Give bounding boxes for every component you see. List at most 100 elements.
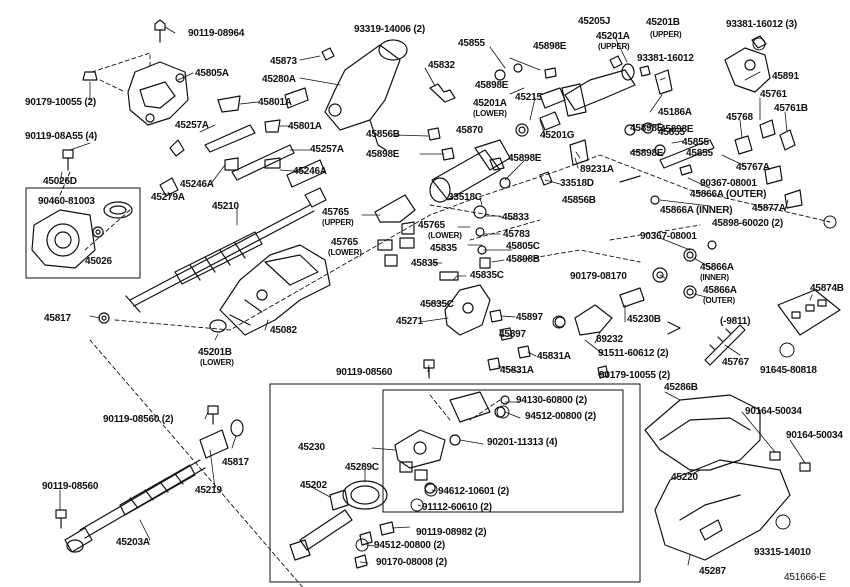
part-number-callout[interactable]: 45855: [682, 137, 709, 148]
part-number-callout[interactable]: 45874B: [810, 283, 844, 294]
part-number-callout[interactable]: 45835: [411, 258, 438, 269]
part-number-callout[interactable]: 45891: [772, 71, 799, 82]
part-number-callout[interactable]: 45817: [222, 457, 249, 468]
part-number-callout[interactable]: (-9811): [720, 316, 751, 327]
part-number-callout[interactable]: 45765: [322, 207, 349, 218]
part-number-callout[interactable]: 45855: [686, 148, 713, 159]
part-number-callout[interactable]: 45835C: [420, 299, 454, 310]
part-number-callout[interactable]: 45856B: [366, 129, 400, 140]
part-number-callout[interactable]: 45768: [726, 112, 753, 123]
part-number-callout[interactable]: 89231A: [580, 164, 614, 175]
part-number-callout[interactable]: 45201G: [540, 130, 575, 141]
part-number-callout[interactable]: 45246A: [180, 179, 214, 190]
part-number-callout[interactable]: 45026: [85, 256, 112, 267]
part-number-callout[interactable]: 45257A: [310, 144, 344, 155]
part-number-callout[interactable]: 45801A: [258, 97, 292, 108]
part-number-callout[interactable]: 45866A (OUTER): [690, 189, 767, 200]
part-number-callout[interactable]: 45870: [456, 125, 483, 136]
part-number-callout[interactable]: 90179-08170: [570, 271, 627, 282]
part-number-callout[interactable]: 90119-08560 (2): [103, 414, 174, 425]
part-number-callout[interactable]: 45205J: [578, 16, 611, 27]
part-number-callout[interactable]: 90460-81003: [38, 196, 95, 207]
part-number-callout[interactable]: 90179-10055 (2): [599, 370, 670, 381]
part-number-callout[interactable]: 45230B: [627, 314, 661, 325]
part-number-callout[interactable]: 90164-50034: [745, 406, 802, 417]
part-number-callout[interactable]: 45856B: [562, 195, 596, 206]
part-number-callout[interactable]: 93381-16012 (3): [726, 19, 797, 30]
part-number-callout[interactable]: 45855: [458, 38, 485, 49]
part-number-callout[interactable]: 45246A: [293, 166, 327, 177]
part-number-callout[interactable]: 91112-60610 (2): [422, 502, 492, 513]
part-number-callout[interactable]: 90164-50034: [786, 430, 843, 441]
part-number-callout[interactable]: 45866A (INNER): [660, 205, 733, 216]
part-number-callout[interactable]: 45026D: [43, 176, 77, 187]
part-number-callout[interactable]: 45831A: [537, 351, 571, 362]
part-number-callout[interactable]: 45817: [44, 313, 71, 324]
part-number-callout[interactable]: 91645-80818: [760, 365, 817, 376]
part-number-callout[interactable]: 45898E: [630, 123, 664, 134]
part-number-callout[interactable]: 45898E: [366, 149, 400, 160]
part-number-callout[interactable]: 45279A: [151, 192, 185, 203]
part-number-callout[interactable]: 90119-08982 (2): [416, 527, 487, 538]
part-number-callout[interactable]: 93315-14010: [754, 547, 811, 558]
part-number-callout[interactable]: 45855: [658, 127, 685, 138]
part-number-callout[interactable]: 45761B: [774, 103, 808, 114]
part-number-callout[interactable]: 93381-16012: [637, 53, 694, 64]
part-number-callout[interactable]: 45202: [300, 480, 327, 491]
part-number-callout[interactable]: 45898E: [508, 153, 542, 164]
part-number-callout[interactable]: 45832: [428, 60, 455, 71]
part-number-callout[interactable]: 45897: [516, 312, 543, 323]
part-number-callout[interactable]: 45203A: [116, 537, 150, 548]
part-number-callout[interactable]: 90119-08560: [42, 481, 99, 492]
part-number-callout[interactable]: 45831A: [500, 365, 534, 376]
part-number-callout[interactable]: 45835C: [470, 270, 504, 281]
part-number-callout[interactable]: 93319-14006 (2): [354, 24, 425, 35]
part-number-callout[interactable]: 45898B: [506, 254, 540, 265]
part-number-callout[interactable]: 45201A: [596, 31, 630, 42]
part-number-callout[interactable]: 45801A: [288, 121, 322, 132]
part-number-callout[interactable]: 94512-00800 (2): [525, 411, 596, 422]
part-number-callout[interactable]: 45280A: [262, 74, 296, 85]
part-number-callout[interactable]: 90367-08001: [700, 178, 757, 189]
part-number-callout[interactable]: 45220: [671, 472, 698, 483]
part-number-callout[interactable]: 45805A: [195, 68, 229, 79]
part-number-callout[interactable]: 33518D: [560, 178, 594, 189]
part-number-callout[interactable]: 90201-11313 (4): [487, 437, 558, 448]
part-number-callout[interactable]: 45257A: [175, 120, 209, 131]
part-number-callout[interactable]: 45082: [270, 325, 297, 336]
part-number-callout[interactable]: 45767: [722, 357, 749, 368]
part-number-callout[interactable]: 90119-08560: [336, 367, 393, 378]
part-number-callout[interactable]: 90119-08964: [188, 28, 245, 39]
part-number-callout[interactable]: 45873: [270, 56, 297, 67]
part-number-callout[interactable]: 45898E: [475, 80, 509, 91]
part-number-callout[interactable]: 45767A: [736, 162, 770, 173]
part-number-callout[interactable]: 45866A: [703, 285, 737, 296]
part-number-callout[interactable]: 45765: [331, 237, 358, 248]
part-number-callout[interactable]: 45286B: [664, 382, 698, 393]
part-number-callout[interactable]: 94130-60800 (2): [516, 395, 587, 406]
part-number-callout[interactable]: 90170-08008 (2): [376, 557, 447, 568]
part-number-callout[interactable]: 91511-60612 (2): [598, 348, 669, 359]
part-number-callout[interactable]: 45866A: [700, 262, 734, 273]
part-number-callout[interactable]: 45897: [499, 329, 526, 340]
part-number-callout[interactable]: 45805C: [506, 241, 540, 252]
part-number-callout[interactable]: 45201B: [646, 17, 680, 28]
part-number-callout[interactable]: 45898E: [533, 41, 567, 52]
part-number-callout[interactable]: 45289C: [345, 462, 379, 473]
part-number-callout[interactable]: 45783: [503, 229, 530, 240]
part-number-callout[interactable]: 90179-10055 (2): [25, 97, 96, 108]
part-number-callout[interactable]: 89232: [596, 334, 623, 345]
part-number-callout[interactable]: 45898E: [630, 148, 664, 159]
part-number-callout[interactable]: 45761: [760, 89, 787, 100]
part-number-callout[interactable]: 45877A: [752, 203, 786, 214]
part-number-callout[interactable]: 45833: [502, 212, 529, 223]
part-number-callout[interactable]: 45835: [430, 243, 457, 254]
part-number-callout[interactable]: 45287: [699, 566, 726, 577]
part-number-callout[interactable]: 45898-60020 (2): [712, 218, 783, 229]
part-number-callout[interactable]: 45898E: [660, 124, 694, 135]
part-number-callout[interactable]: 45215: [515, 92, 542, 103]
part-number-callout[interactable]: 45230: [298, 442, 325, 453]
part-number-callout[interactable]: 90119-08A55 (4): [25, 131, 98, 142]
part-number-callout[interactable]: 33518C: [448, 192, 482, 203]
part-number-callout[interactable]: 45201A: [473, 98, 507, 109]
